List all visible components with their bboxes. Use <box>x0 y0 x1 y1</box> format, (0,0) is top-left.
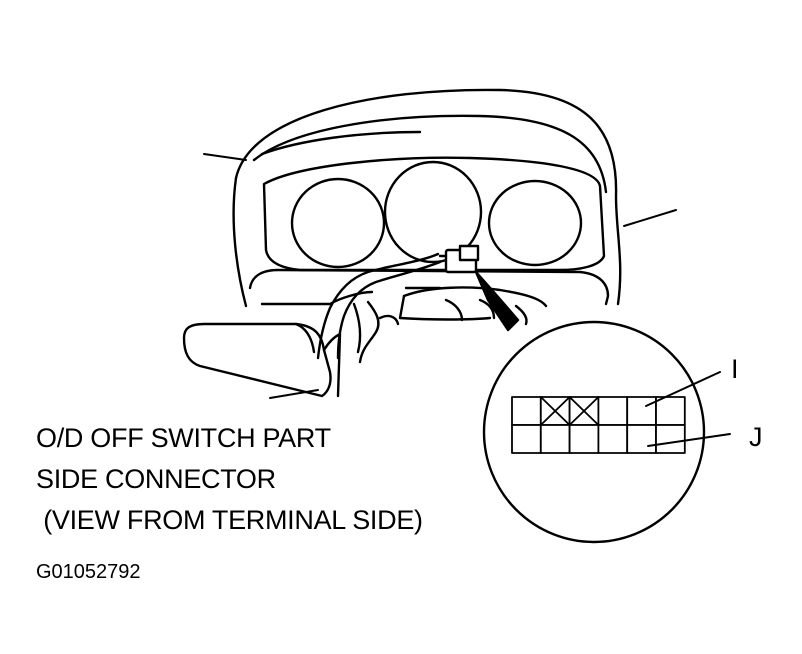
terminal-cavity <box>539 424 571 454</box>
leader-lines <box>203 153 677 399</box>
zoom-pointer <box>474 270 520 332</box>
harness-connector <box>438 244 480 274</box>
caption-line-3: (VIEW FROM TERMINAL SIDE) <box>36 505 423 535</box>
callout-leaders <box>645 371 731 447</box>
gauge-bezel <box>262 156 606 272</box>
terminal-cavity <box>597 396 629 426</box>
caption-line-2: SIDE CONNECTOR <box>36 464 276 494</box>
connector-terminal-grid <box>511 396 686 454</box>
terminal-cavity <box>626 396 657 426</box>
unused-terminal-cross <box>539 396 571 426</box>
terminal-cavity <box>511 424 542 454</box>
callout-label-i: I <box>731 354 739 384</box>
terminal-cavity <box>568 424 600 454</box>
callout-label-j: J <box>749 422 763 452</box>
terminal-cavity <box>511 396 542 426</box>
terminal-cavity <box>655 424 686 454</box>
meter-hood <box>232 88 622 308</box>
caption-line-1: O/D OFF SWITCH PART <box>36 423 331 453</box>
figure-id: G01052792 <box>36 561 141 583</box>
unused-terminal-cross <box>568 396 600 426</box>
gauges <box>290 160 583 269</box>
lower-panel <box>248 268 610 326</box>
terminal-cavity <box>655 396 686 426</box>
switch-lever <box>182 322 342 398</box>
terminal-cavity <box>626 424 657 454</box>
terminal-cavity <box>597 424 629 454</box>
